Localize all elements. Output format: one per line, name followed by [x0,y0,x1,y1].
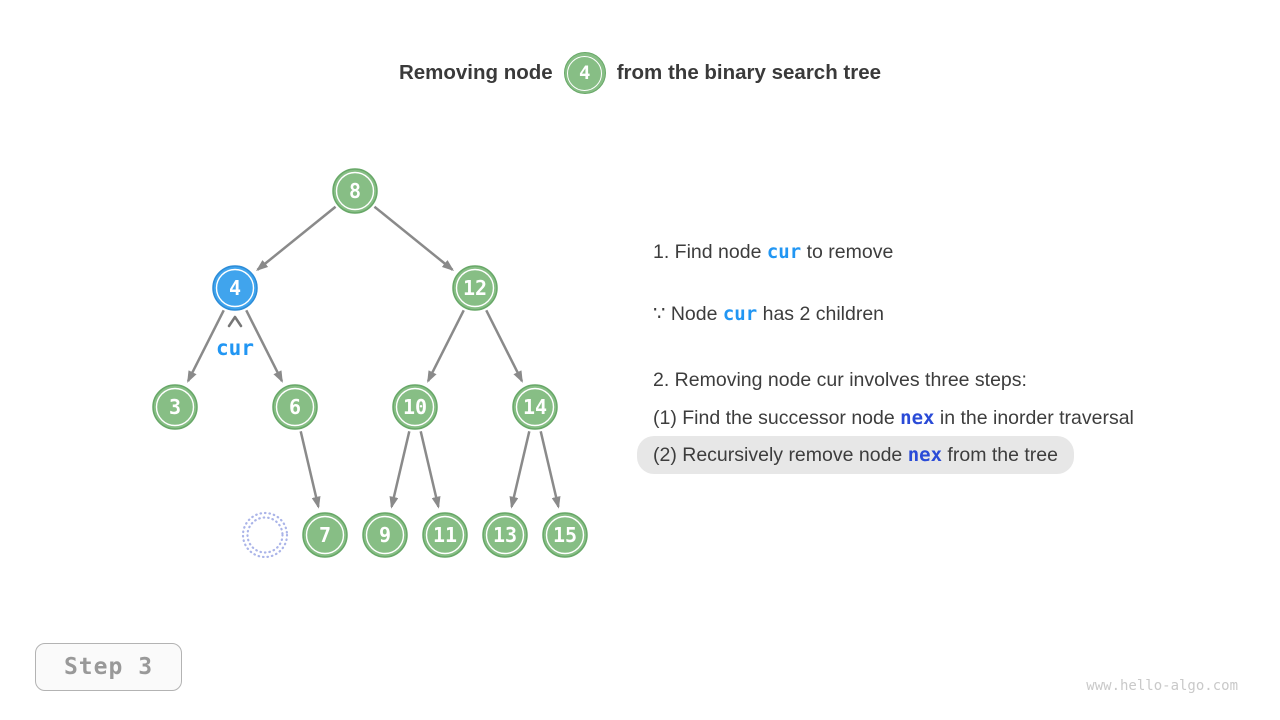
note-text: from the tree [942,444,1058,466]
cur-pointer-chevron-icon [227,315,243,328]
tree-edge-8-4 [255,205,337,272]
note-line-3: 2. Removing node cur involves three step… [653,366,1134,394]
tree-node-label-11: 11 [433,523,457,547]
code-token-cur: cur [722,303,758,325]
tree-edge-12-10 [426,309,465,383]
tree-node-label-15: 15 [553,523,577,547]
note-line-4: (1) Find the successor node nex in the i… [653,404,1134,432]
tree-edge-6-7 [299,431,321,509]
tree-node-label-13: 13 [493,523,517,547]
tree-node-6: 6 [272,384,318,430]
tree-edge-14-15 [539,431,561,509]
tree-node-7: 7 [302,512,348,558]
tree-node-label-3: 3 [169,395,181,419]
tree-node-4: 4 [212,265,258,311]
tree-node-placeholder [241,511,289,559]
cur-pointer: cur [216,315,254,360]
tree-nodes: 8 4 12 3 6 10 14 7 9 11 13 15 [152,168,588,559]
note-text: 1. Find node [653,241,767,263]
tree-edge-14-13 [509,431,531,509]
tree-node-3: 3 [152,384,198,430]
title-prefix: Removing node [398,61,553,84]
note-line-1: 1. Find node cur to remove [653,238,1134,266]
code-token-cur: cur [766,241,802,263]
tree-node-label-10: 10 [403,395,427,419]
tree-node-15: 15 [542,512,588,558]
tree-edge-12-14 [485,309,524,383]
tree-node-label-6: 6 [289,395,301,419]
step-badge: Step 3 [35,643,182,691]
tree-edge-4-3 [186,309,225,383]
tree-node-14: 14 [512,384,558,430]
notes-panel: 1. Find node cur to remove ∵ Node cur has… [637,238,1134,474]
tree-node-12: 12 [452,265,498,311]
note-line-2: ∵ Node cur has 2 children [653,300,1134,328]
tree-node-8: 8 [332,168,378,214]
tree-node-label-8: 8 [349,179,361,203]
title-node-badge: 4 [563,52,606,94]
tree-node-label-14: 14 [523,395,547,419]
note-text: ∵ Node [653,303,723,325]
cur-pointer-label: cur [216,336,254,360]
tree-node-label-9: 9 [379,523,391,547]
tree-node-11: 11 [422,512,468,558]
tree-edge-8-12 [373,205,455,272]
tree-node-13: 13 [482,512,528,558]
tree-node-label-7: 7 [319,523,331,547]
note-line-5: (2) Recursively remove node nex from the… [637,436,1074,474]
tree-node-label-4: 4 [229,276,241,300]
code-token-nex: nex [900,407,935,429]
tree-node-9: 9 [362,512,408,558]
tree-edge-10-9 [389,431,411,509]
title-node-ring-icon [567,55,603,91]
figure-title: Removing node 4 from the binary search t… [0,52,1280,94]
step-badge-label: Step 3 [63,654,154,680]
tree-node-label-12: 12 [463,276,487,300]
code-token-nex: nex [907,444,943,466]
note-text: to remove [801,241,894,263]
tree-edge-10-11 [419,431,441,509]
tree-edges [186,205,561,509]
watermark: www.hello-algo.com [1086,678,1238,694]
title-suffix: from the binary search tree [616,61,882,84]
note-text: (1) Find the successor node [653,407,901,429]
tree-node-10: 10 [392,384,438,430]
note-text: 2. Removing node cur involves three step… [653,369,1027,391]
tree-edge-4-6 [245,309,284,383]
note-text: has 2 children [757,303,885,325]
note-text: in the inorder traversal [934,407,1134,429]
note-text: (2) Recursively remove node [653,444,908,466]
